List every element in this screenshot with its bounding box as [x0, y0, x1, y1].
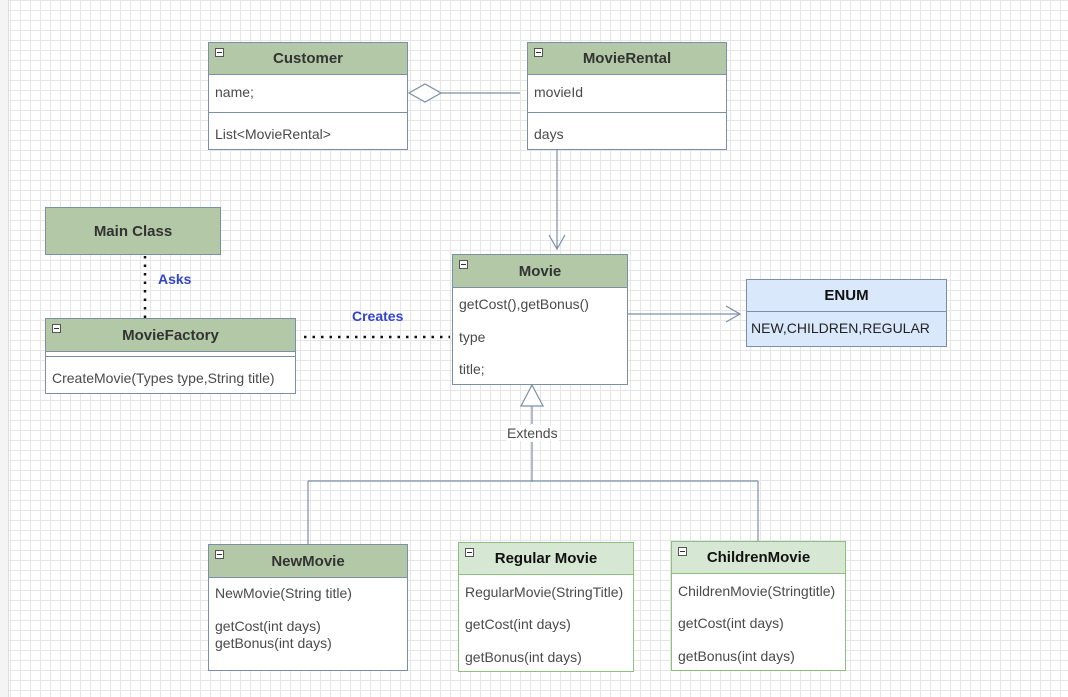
member-row: getBonus(int days) [465, 649, 582, 665]
movie-class[interactable]: Movie getCost(),getBonus() type title; [452, 254, 628, 385]
newmovie-header: NewMovie [209, 545, 407, 578]
member-row: getCost(int days) [678, 615, 784, 631]
left-panel-strip [0, 0, 9, 697]
movie-enum-arrowhead [725, 305, 742, 323]
moviefactory-class[interactable]: MovieFactory CreateMovie(Types type,Stri… [45, 318, 296, 394]
class-title: MovieFactory [122, 326, 219, 344]
asks-label: Asks [158, 271, 192, 287]
divider [209, 112, 407, 113]
collapse-icon[interactable] [678, 547, 687, 556]
class-title: Movie [518, 262, 562, 280]
aggregation-diamond [407, 83, 443, 103]
member-row: getCost(int days) [465, 616, 571, 632]
enum-values: NEW,CHILDREN,REGULAR [751, 320, 930, 336]
childrenmovie-class[interactable]: ChildrenMovie ChildrenMovie(Stringtitle)… [671, 541, 846, 671]
collapse-icon[interactable] [215, 48, 224, 57]
member-row: RegularMovie(StringTitle) [465, 584, 624, 600]
newmovie-class[interactable]: NewMovie NewMovie(String title) getCost(… [208, 544, 408, 671]
attribute-row: movieId [534, 84, 584, 100]
regularmovie-class[interactable]: Regular Movie RegularMovie(StringTitle) … [458, 542, 634, 672]
member-row: getCost(int days) [215, 618, 321, 634]
class-title: NewMovie [271, 552, 345, 570]
divider [528, 112, 726, 113]
extends-label: Extends [506, 425, 559, 441]
movierental-class[interactable]: MovieRental movieId days [527, 42, 727, 150]
regularmovie-header: Regular Movie [459, 543, 633, 575]
creates-label: Creates [352, 308, 404, 324]
collapse-icon[interactable] [534, 48, 543, 57]
inheritance-triangle [520, 383, 544, 407]
collapse-icon[interactable] [52, 324, 61, 333]
operation-row: days [534, 126, 564, 142]
member-row: NewMovie(String title) [215, 585, 352, 601]
member-row: getBonus(int days) [678, 648, 795, 664]
member-row: title; [459, 361, 485, 377]
collapse-icon[interactable] [465, 548, 474, 557]
class-title: Main Class [93, 222, 173, 240]
customer-class[interactable]: Customer name; List<MovieRental> [208, 42, 408, 150]
divider [46, 356, 295, 357]
class-title: ENUM [824, 287, 869, 304]
enum-box[interactable]: ENUM NEW,CHILDREN,REGULAR [746, 279, 947, 347]
rental-movie-arrowhead [548, 234, 566, 251]
member-row: getBonus(int days) [215, 635, 332, 651]
class-title: MovieRental [582, 50, 672, 67]
attribute-row: name; [215, 84, 254, 100]
movierental-header: MovieRental [528, 43, 726, 75]
enum-header: ENUM [747, 280, 946, 312]
operation-row: List<MovieRental> [215, 126, 331, 142]
collapse-icon[interactable] [459, 260, 468, 269]
moviefactory-header: MovieFactory [46, 319, 295, 352]
member-row: getCost(),getBonus() [459, 296, 589, 312]
member-row: ChildrenMovie(Stringtitle) [678, 583, 836, 599]
member-row: type [459, 329, 486, 345]
childrenmovie-header: ChildrenMovie [672, 542, 845, 574]
class-title: Regular Movie [494, 550, 598, 567]
movie-header: Movie [453, 255, 627, 288]
collapse-icon[interactable] [215, 550, 224, 559]
operation-row: CreateMovie(Types type,String title) [52, 370, 275, 386]
class-title: Customer [272, 50, 343, 67]
mainclass-box[interactable]: Main Class [45, 207, 221, 255]
class-title: ChildrenMovie [706, 549, 811, 566]
customer-header: Customer [209, 43, 407, 75]
